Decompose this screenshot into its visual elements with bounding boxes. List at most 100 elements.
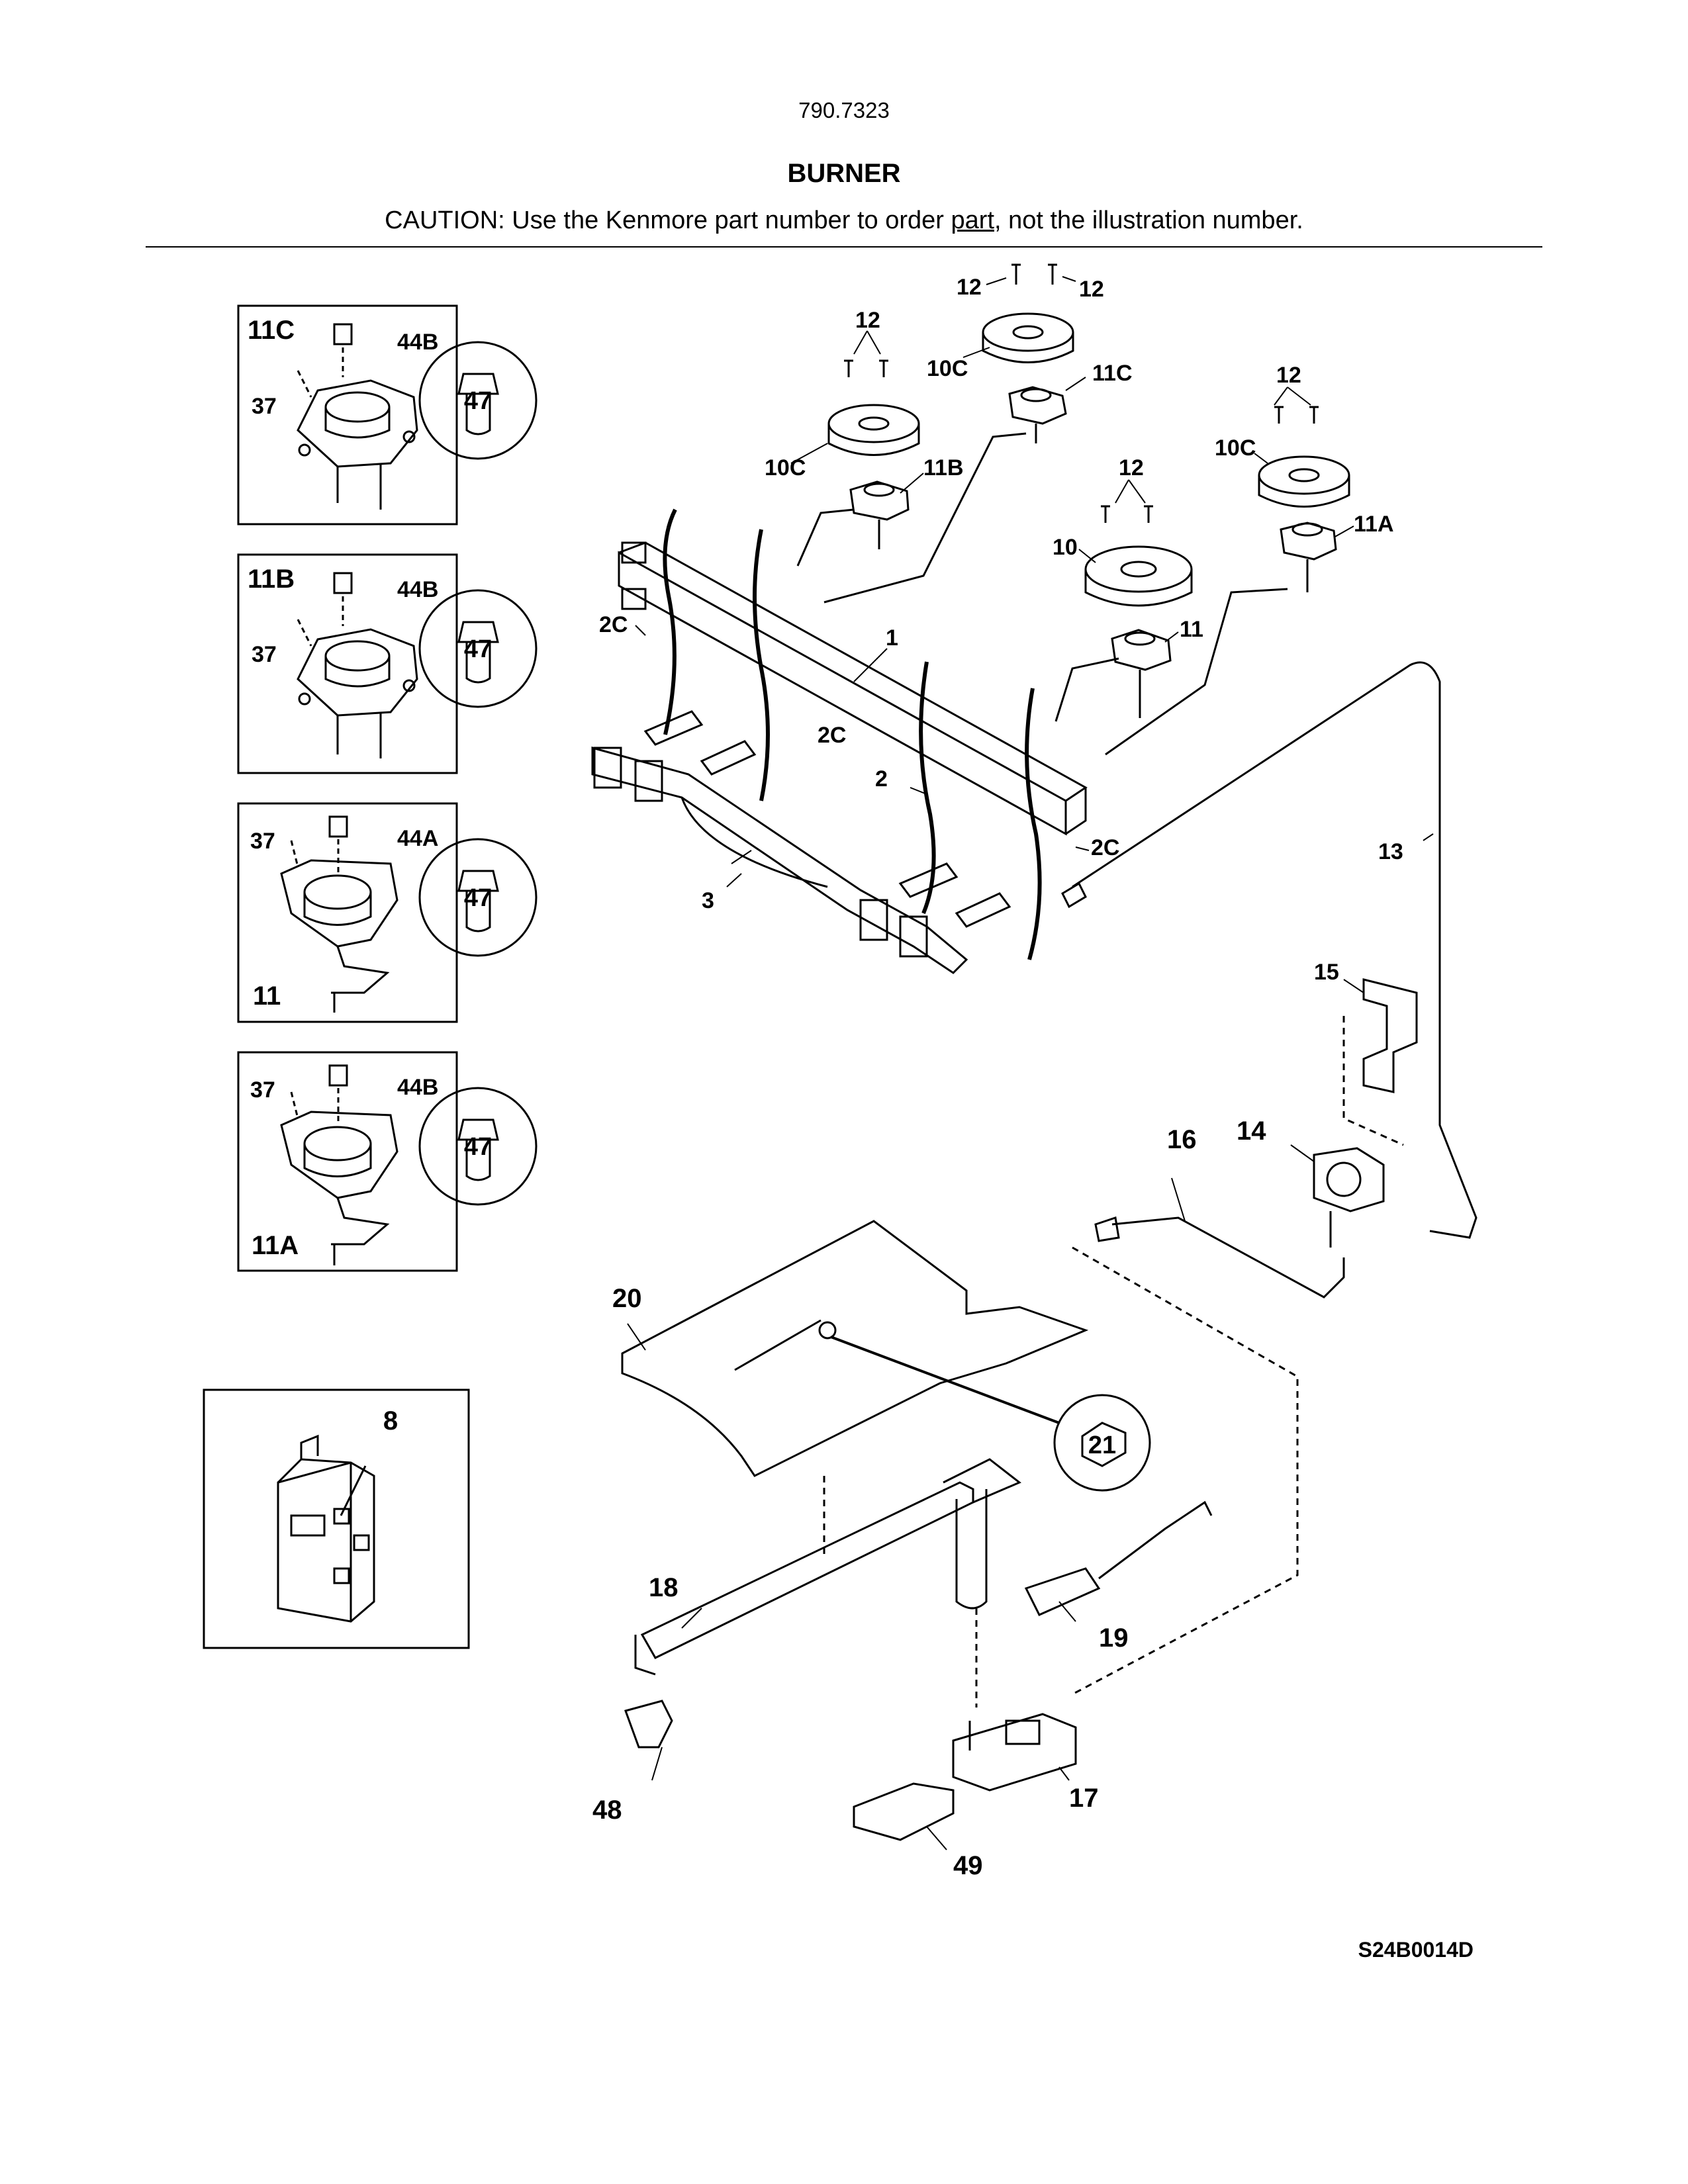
inset-box-11c xyxy=(237,304,458,525)
callout-11b: 11B xyxy=(923,455,964,480)
inset-11-cap-label: 44A xyxy=(397,826,438,851)
inset-11-screw-label: 37 xyxy=(250,829,275,854)
wire-2 xyxy=(919,661,936,915)
inset-box-11a xyxy=(237,1051,458,1272)
callout-12-d: 12 xyxy=(1119,455,1144,480)
leader-lines xyxy=(627,276,1434,1850)
diagram-code: S24B0014D xyxy=(1358,1938,1474,1962)
callout-11a: 11A xyxy=(1354,512,1394,537)
header-divider xyxy=(146,246,1542,248)
caution-text-end: , not the illustration number. xyxy=(994,206,1303,234)
wire-2c-b xyxy=(753,529,770,801)
callout-15: 15 xyxy=(1314,960,1339,985)
manifold-bar-1 xyxy=(618,541,1088,836)
regulator-14 xyxy=(1313,1147,1385,1248)
inset-11a-cap-label: 44B xyxy=(397,1075,438,1100)
caution-underlined-word: part xyxy=(951,206,994,234)
burner-cap-10 xyxy=(1084,545,1193,607)
heat-shield-20 xyxy=(621,1220,1089,1477)
wire-2c-a xyxy=(663,508,677,735)
inset-11c-cap-label: 44B xyxy=(397,330,438,355)
inset-11b-circle-label: 47 xyxy=(464,635,492,663)
burner-cap-10c-top xyxy=(982,312,1074,363)
gas-tube-11 xyxy=(1055,657,1119,722)
inset-11b-cap-label: 44B xyxy=(397,577,438,602)
caution-text-start: CAUTION: Use the Kenmore part number to … xyxy=(385,206,951,234)
inset-burner-head-11c xyxy=(297,323,418,510)
inset-11a-screw-label: 37 xyxy=(250,1077,275,1103)
circle-47-11b xyxy=(418,589,538,708)
valve-switches xyxy=(643,710,1011,928)
callout-12-e: 12 xyxy=(1276,363,1301,388)
inset-box-11b xyxy=(237,553,458,774)
callout-13: 13 xyxy=(1378,839,1403,864)
circle-47-11c xyxy=(418,341,538,460)
inset-11b-screw-label: 37 xyxy=(252,642,277,667)
callout-12-c: 12 xyxy=(855,308,880,333)
inset-11c-screw-label: 37 xyxy=(252,394,277,419)
callout-3: 3 xyxy=(702,888,714,913)
wire-2c-c xyxy=(1025,688,1042,960)
page-title: BURNER xyxy=(787,159,901,188)
bracket-49 xyxy=(853,1782,955,1841)
inset-11a-title: 11A xyxy=(252,1231,299,1260)
gas-tube-11c xyxy=(823,432,1027,604)
callout-2: 2 xyxy=(875,766,888,792)
callout-10c-right: 10C xyxy=(1215,435,1256,461)
dash-15 xyxy=(1342,1016,1404,1146)
circle-47-11 xyxy=(418,838,538,957)
nut-21 xyxy=(1081,1422,1127,1467)
fitting-13 xyxy=(1061,882,1087,909)
callout-10c-top: 10C xyxy=(927,356,968,381)
callout-2c-a: 2C xyxy=(599,612,628,637)
callout-2c-b: 2C xyxy=(818,723,846,748)
callout-19: 19 xyxy=(1099,1623,1129,1653)
fitting-16 xyxy=(1094,1216,1120,1242)
burner-head-11b xyxy=(849,480,910,549)
callout-21: 21 xyxy=(1088,1432,1116,1459)
spark-module-8-drawing xyxy=(277,1434,375,1623)
caution-note: CAUTION: Use the Kenmore part number to … xyxy=(0,206,1688,235)
igniter-19 xyxy=(1024,1500,1213,1616)
bracket-15 xyxy=(1362,978,1418,1093)
burner-head-11a xyxy=(1280,522,1337,592)
inset-11-circle-label: 47 xyxy=(464,884,492,912)
gas-tube-16 xyxy=(1111,1216,1345,1298)
callout-2c-c: 2C xyxy=(1091,835,1119,860)
callout-10: 10 xyxy=(1053,535,1078,560)
callout-1: 1 xyxy=(886,625,898,651)
inset-11-title: 11 xyxy=(253,981,281,1011)
inset-11a-circle-label: 47 xyxy=(464,1133,492,1161)
callout-16: 16 xyxy=(1167,1125,1197,1154)
screws-12 xyxy=(844,263,1319,523)
inset-burner-head-11b xyxy=(297,572,418,758)
callout-12-b: 12 xyxy=(1079,277,1104,302)
inset-11c-title: 11C xyxy=(248,316,295,345)
lower-rail-3 xyxy=(591,747,968,974)
inset-11b-title: 11B xyxy=(248,565,295,594)
inset-11c-circle-label: 47 xyxy=(464,387,492,415)
gas-tube-11a xyxy=(1105,588,1288,756)
oven-burner-18 xyxy=(634,1458,1021,1676)
burner-cap-10c-right xyxy=(1258,455,1350,508)
circle-47-11a xyxy=(418,1087,538,1206)
callout-18: 18 xyxy=(649,1573,679,1602)
dash-line-16 xyxy=(1072,1246,1299,1696)
clip-48 xyxy=(624,1700,673,1749)
inset-burner-head-11a xyxy=(280,1064,399,1265)
callout-12-a: 12 xyxy=(957,275,982,300)
callout-17: 17 xyxy=(1069,1784,1099,1813)
inset-box-11 xyxy=(237,802,458,1023)
callout-20: 20 xyxy=(612,1284,642,1313)
gas-line-13 xyxy=(1072,661,1477,1239)
circle-21 xyxy=(1053,1394,1151,1492)
burner-cap-10c-left xyxy=(827,404,920,456)
burner-head-11c xyxy=(1008,386,1067,443)
callout-49: 49 xyxy=(953,1851,983,1880)
leader-21 xyxy=(830,1336,1060,1424)
model-number: 790.7323 xyxy=(798,98,890,122)
inset-8-label: 8 xyxy=(383,1406,398,1435)
callout-11: 11 xyxy=(1180,617,1203,642)
burner-head-11 xyxy=(1111,629,1172,718)
